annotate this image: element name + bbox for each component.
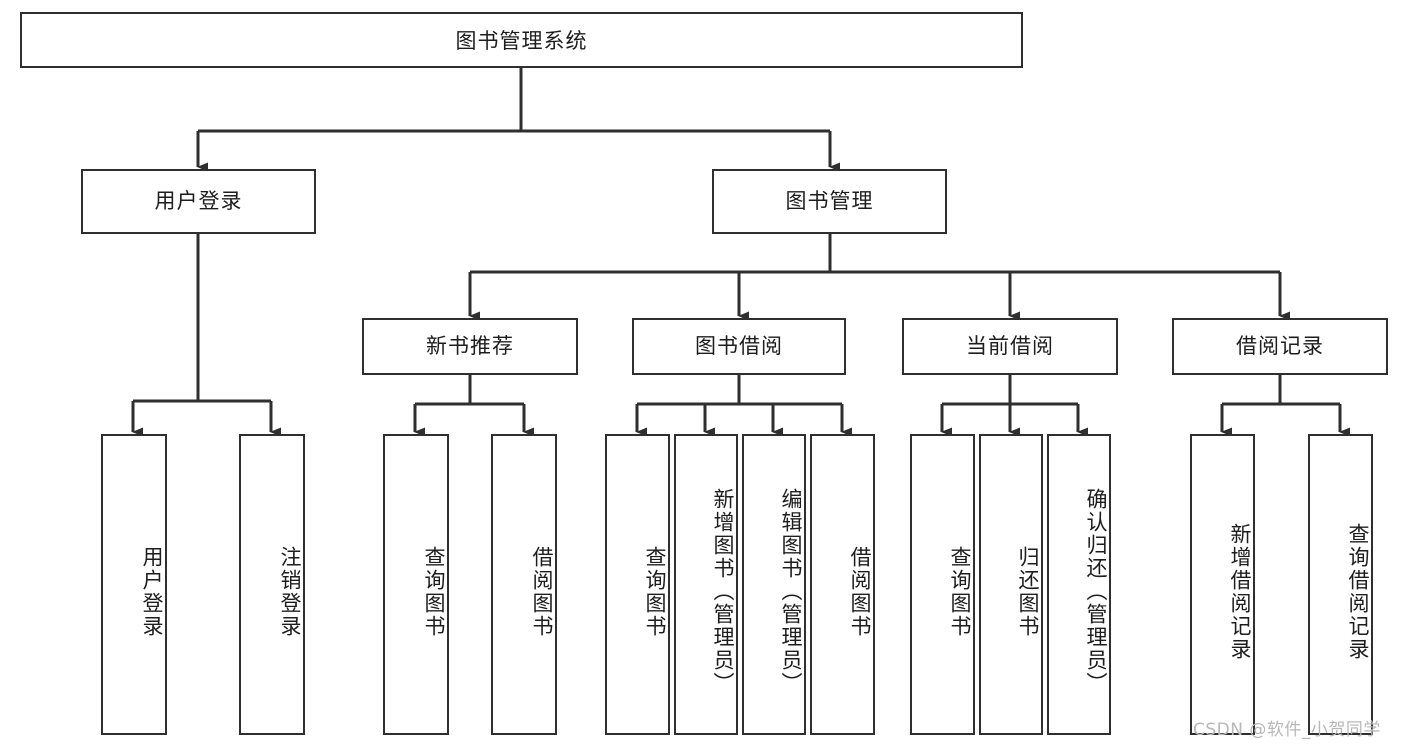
node-leaf-confirm-return-label: 确认归还（管理员） bbox=[1084, 488, 1108, 695]
node-leaf-query-record[interactable]: 查询借阅记录 bbox=[1308, 434, 1373, 735]
node-leaf-query-book-1-label: 查询图书 bbox=[422, 545, 446, 638]
node-book-borrow-label: 图书借阅 bbox=[695, 334, 783, 359]
node-user-login-label: 用户登录 bbox=[154, 189, 243, 214]
node-leaf-add-record-label: 新增借阅记录 bbox=[1228, 522, 1252, 661]
node-root-label: 图书管理系统 bbox=[455, 29, 588, 53]
node-leaf-add-book-label: 新增图书（管理员） bbox=[711, 488, 735, 695]
node-leaf-add-book[interactable]: 新增图书（管理员） bbox=[674, 434, 738, 735]
node-leaf-add-record[interactable]: 新增借阅记录 bbox=[1190, 434, 1255, 735]
node-leaf-query-book-3[interactable]: 查询图书 bbox=[910, 434, 975, 735]
node-leaf-borrow-book-1-label: 借阅图书 bbox=[530, 545, 554, 638]
csdn-watermark: CSDN @软件_小贺同学 bbox=[1193, 720, 1381, 740]
node-leaf-logout-label: 注销登录 bbox=[278, 545, 302, 638]
node-leaf-edit-book-label: 编辑图书（管理员） bbox=[779, 488, 803, 695]
node-leaf-return-book[interactable]: 归还图书 bbox=[979, 434, 1043, 735]
node-borrow-record[interactable]: 借阅记录 bbox=[1172, 318, 1388, 375]
node-leaf-user-login-label: 用户登录 bbox=[140, 545, 164, 638]
node-new-book-rec-label: 新书推荐 bbox=[426, 334, 514, 359]
node-current-borrow[interactable]: 当前借阅 bbox=[902, 318, 1118, 375]
node-leaf-query-book-2-label: 查询图书 bbox=[643, 545, 667, 638]
node-book-borrow[interactable]: 图书借阅 bbox=[632, 318, 846, 375]
node-leaf-borrow-book-2-label: 借阅图书 bbox=[848, 545, 872, 638]
node-leaf-borrow-book-2[interactable]: 借阅图书 bbox=[810, 434, 875, 735]
node-borrow-record-label: 借阅记录 bbox=[1236, 334, 1324, 359]
node-new-book-rec[interactable]: 新书推荐 bbox=[362, 318, 578, 375]
node-user-login[interactable]: 用户登录 bbox=[81, 169, 316, 234]
node-leaf-return-book-label: 归还图书 bbox=[1016, 545, 1040, 638]
node-leaf-logout[interactable]: 注销登录 bbox=[239, 434, 305, 735]
node-leaf-query-record-label: 查询借阅记录 bbox=[1346, 522, 1370, 661]
node-book-manage[interactable]: 图书管理 bbox=[712, 169, 947, 234]
node-book-manage-label: 图书管理 bbox=[785, 189, 874, 214]
node-root[interactable]: 图书管理系统 bbox=[20, 12, 1023, 68]
node-leaf-user-login[interactable]: 用户登录 bbox=[101, 434, 167, 735]
node-leaf-query-book-2[interactable]: 查询图书 bbox=[605, 434, 670, 735]
node-leaf-borrow-book-1[interactable]: 借阅图书 bbox=[491, 434, 557, 735]
node-leaf-edit-book[interactable]: 编辑图书（管理员） bbox=[742, 434, 806, 735]
node-leaf-query-book-3-label: 查询图书 bbox=[948, 545, 972, 638]
node-leaf-query-book-1[interactable]: 查询图书 bbox=[383, 434, 449, 735]
node-current-borrow-label: 当前借阅 bbox=[966, 334, 1054, 359]
node-leaf-confirm-return[interactable]: 确认归还（管理员） bbox=[1047, 434, 1111, 735]
